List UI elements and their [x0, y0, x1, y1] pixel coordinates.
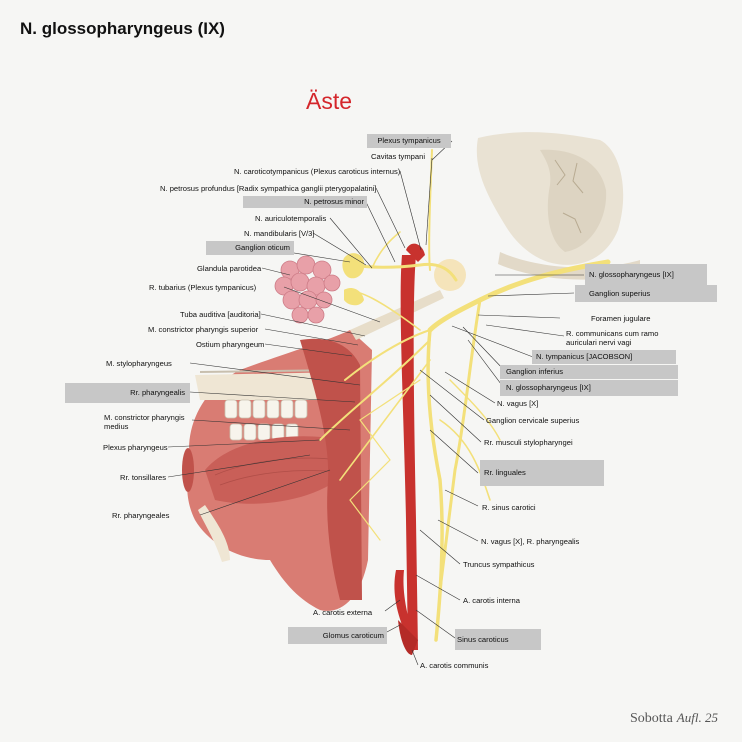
label-n-glossopharyngeus-upper: N. glossopharyngeus [IX]	[585, 264, 707, 286]
label-plexus-pharyngeus: Plexus pharyngeus	[103, 443, 168, 452]
label-ostium-pharyngeum: Ostium pharyngeum	[196, 340, 265, 349]
brand-name: Sobotta	[630, 711, 673, 726]
label-glandula-parotidea: Glandula parotidea	[197, 264, 262, 273]
label-plexus-tympanicus: Plexus tympanicus	[367, 134, 451, 148]
label-rr-musculi-stylopharyngei: Rr. musculi stylopharyngei	[484, 438, 573, 447]
pharynx-illustration	[300, 338, 362, 600]
label-ganglion-inferius: Ganglion inferius	[500, 365, 678, 379]
label-n-vagus-r-pharyngealis: N. vagus [X], R. pharyngealis	[481, 537, 580, 546]
label-n-mandibularis: N. mandibularis [V/3]	[244, 229, 315, 238]
parotid-gland-illustration	[274, 255, 341, 324]
label-ganglion-cervicale: Ganglion cervicale superius	[486, 416, 580, 425]
label-n-vagus: N. vagus [X]	[497, 399, 539, 408]
label-a-carotis-communis: A. carotis communis	[420, 661, 489, 670]
upper-teeth-illustration	[224, 399, 308, 419]
ganglion-oticum-illustration	[342, 253, 365, 279]
label-rr-tonsillares: Rr. tonsillares	[120, 473, 166, 482]
carotid-artery-illustration	[400, 255, 418, 650]
label-n-auriculotemporalis: N. auriculotemporalis	[255, 214, 327, 223]
label-r-sinus-carotici: R. sinus carotici	[482, 503, 536, 512]
label-n-caroticotympanicus: N. caroticotympanicus (Plexus caroticus …	[234, 167, 401, 176]
label-ganglion-superius: Ganglion superius	[575, 285, 717, 302]
tongue-illustration	[205, 436, 350, 504]
label-ganglion-oticum: Ganglion oticum	[206, 241, 294, 255]
label-glomus-caroticum: Glomus caroticum	[288, 627, 387, 644]
label-m-constrictor-medius: M. constrictor pharyngis medius	[104, 413, 185, 431]
label-r-communicans: R. communicans cum ramo auriculari nervi…	[566, 329, 659, 347]
label-n-petrosus-profundus: N. petrosus profundus [Radix sympathica …	[160, 184, 377, 193]
label-foramen-jugulare: Foramen jugulare	[591, 314, 651, 323]
label-r-tubarius: R. tubarius (Plexus tympanicus)	[149, 283, 257, 292]
label-tuba-auditiva: Tuba auditiva [auditoria]	[180, 310, 261, 319]
label-a-carotis-externa: A. carotis externa	[313, 608, 373, 617]
edition-label: Aufl. 25	[676, 710, 718, 725]
page-title: N. glossopharyngeus (IX)	[20, 19, 225, 38]
lower-teeth-illustration	[229, 423, 299, 441]
label-rr-pharyngeales: Rr. pharyngeales	[112, 511, 170, 520]
label-cavitas-tympani: Cavitas tympani	[371, 152, 426, 161]
label-n-tympanicus: N. tympanicus [JACOBSON]	[532, 350, 676, 364]
label-n-glossopharyngeus-box: N. glossopharyngeus [IX]	[500, 380, 678, 396]
label-rr-linguales: Rr. linguales	[480, 460, 604, 486]
label-sinus-caroticus: Sinus caroticus	[455, 629, 541, 650]
label-m-constrictor-superior: M. constrictor pharyngis superior	[148, 325, 259, 334]
label-truncus-sympathicus: Truncus sympathicus	[463, 560, 535, 569]
label-rr-pharyngealis: Rr. pharyngealis	[65, 383, 190, 403]
section-subtitle: Äste	[306, 88, 353, 114]
label-n-petrosus-minor: N. petrosus minor	[243, 196, 367, 208]
label-a-carotis-interna: A. carotis interna	[463, 596, 520, 605]
label-m-stylopharyngeus: M. stylopharyngeus	[106, 359, 172, 368]
